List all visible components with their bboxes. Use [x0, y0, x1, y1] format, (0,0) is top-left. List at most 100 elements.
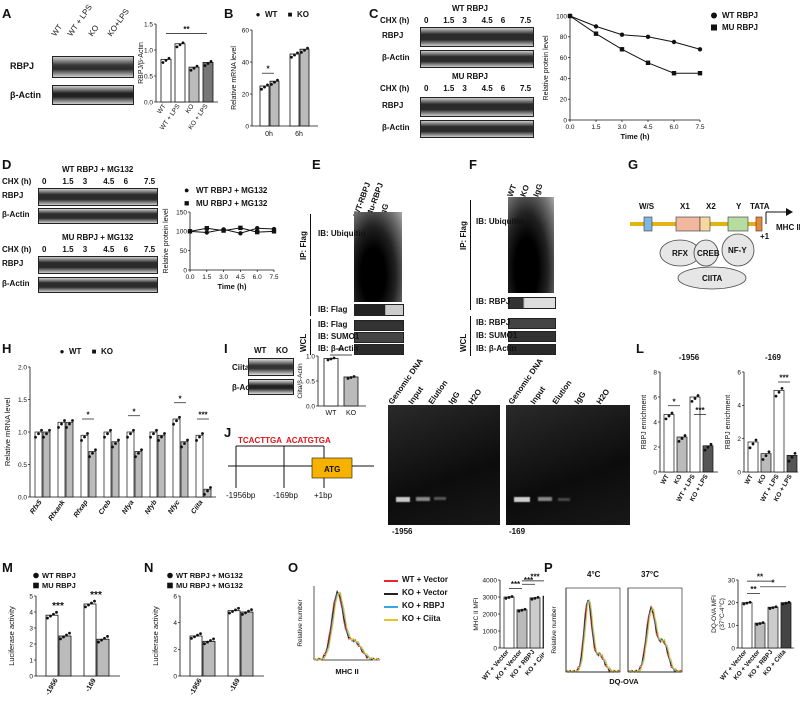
bar — [773, 389, 785, 473]
x-tick-label: 6h — [295, 131, 303, 138]
bar — [96, 638, 110, 677]
data-point — [167, 56, 171, 60]
sig-mark: * — [672, 397, 676, 406]
bar — [88, 451, 97, 498]
panel-label-f: F — [469, 157, 477, 172]
bar — [202, 62, 214, 103]
data-point — [59, 637, 62, 641]
data-point — [160, 435, 163, 439]
data-point — [593, 31, 599, 36]
legend-label: MU RBPJ — [722, 23, 758, 32]
data-point — [149, 435, 152, 439]
data-point — [45, 432, 48, 436]
panel-label-i: I — [224, 341, 228, 356]
y-tick-label: 1.0 — [144, 47, 153, 54]
data-point — [60, 422, 63, 426]
x-tick-label: Rfxap — [73, 499, 90, 520]
y-tick-label: 50 — [180, 248, 188, 255]
timepoint-label: 4.5 — [103, 177, 115, 186]
bar — [289, 53, 300, 127]
sig-mark: *** — [695, 406, 705, 415]
y-axis-label: RBPJ enrichment — [641, 395, 648, 450]
x1-box — [675, 216, 701, 232]
timepoint-label: 0 — [42, 245, 47, 254]
data-point — [103, 636, 106, 640]
data-point — [276, 78, 279, 82]
sig-mark: * — [771, 578, 775, 587]
timepoint-label: 3 — [462, 84, 467, 93]
data-point — [186, 438, 189, 442]
blot-band-actin — [52, 85, 134, 105]
data-point — [238, 225, 243, 231]
box-label: TATA — [750, 202, 770, 211]
bar — [45, 614, 59, 677]
y-box — [727, 216, 749, 232]
data-point — [754, 438, 758, 442]
y-tick-label: 3 — [29, 625, 33, 632]
factor-label: CIITA — [702, 274, 723, 283]
gel-lane-label: H2O — [594, 387, 612, 406]
data-point — [212, 637, 215, 641]
panel-label-e: E — [312, 157, 321, 172]
data-point — [196, 633, 199, 637]
ubiquitin-blot — [508, 197, 554, 293]
pos-label: -169bp — [273, 491, 298, 500]
data-point — [203, 642, 206, 646]
gel-lane-label: Elution — [550, 378, 574, 406]
data-point — [255, 226, 260, 231]
gel-lane-label: IgG — [572, 389, 588, 406]
data-point — [690, 399, 694, 403]
timepoint-label: 6 — [500, 84, 506, 93]
sumo1-blot — [354, 332, 404, 343]
chart-title: -1956 — [679, 354, 700, 362]
bar — [240, 611, 254, 677]
y-tick-label: 0 — [493, 645, 497, 652]
bar — [189, 635, 203, 677]
data-point — [234, 608, 237, 612]
y-tick-label: 6 — [737, 369, 741, 376]
data-point — [645, 60, 651, 65]
data-point — [46, 616, 49, 620]
legend-label: WT + Vector — [402, 575, 449, 584]
legend-label: KO — [101, 347, 113, 356]
timepoint-label: 6 — [123, 245, 129, 254]
timepoint-label: 1.5 — [62, 177, 74, 186]
box-label: X2 — [706, 202, 716, 211]
y-axis-label: DQ-OVA MFI — [711, 595, 718, 633]
nfy-ellipse — [721, 233, 755, 267]
y-tick-label: 2 — [29, 641, 33, 648]
data-point — [774, 605, 778, 609]
data-point — [178, 415, 181, 419]
histogram-curve — [627, 606, 683, 673]
timepoint-label: 3 — [82, 245, 88, 254]
data-point — [793, 451, 797, 455]
y-tick-label: 40 — [242, 59, 250, 66]
y-tick-label: 1.0 — [306, 353, 315, 360]
data-point — [329, 357, 333, 361]
y-tick-label: 0 — [737, 469, 741, 476]
legend-marker-circle — [33, 572, 39, 579]
data-point — [37, 432, 40, 436]
y-axis-label: Ciita/β-Actin — [297, 363, 304, 399]
bar — [126, 431, 135, 498]
bar — [202, 640, 216, 677]
timepoint-label: 3 — [82, 177, 88, 186]
pos-label: +1bp — [314, 491, 333, 500]
y-tick-label: 10 — [728, 623, 736, 630]
data-point — [273, 80, 276, 84]
legend-label: KO + RBPJ — [402, 601, 445, 610]
legend-label: KO + Ciita — [402, 614, 441, 623]
data-point — [164, 59, 168, 62]
data-point — [209, 639, 212, 642]
blot-row-label: β-Actin — [232, 383, 260, 392]
data-point — [91, 451, 94, 455]
bar — [134, 451, 143, 498]
data-point — [677, 439, 681, 443]
data-point — [93, 599, 96, 603]
y-tick-label: 60 — [560, 55, 568, 62]
ib-label: IB: SUMO1 — [318, 332, 360, 341]
blot-row-label: β-Actin — [2, 210, 30, 219]
